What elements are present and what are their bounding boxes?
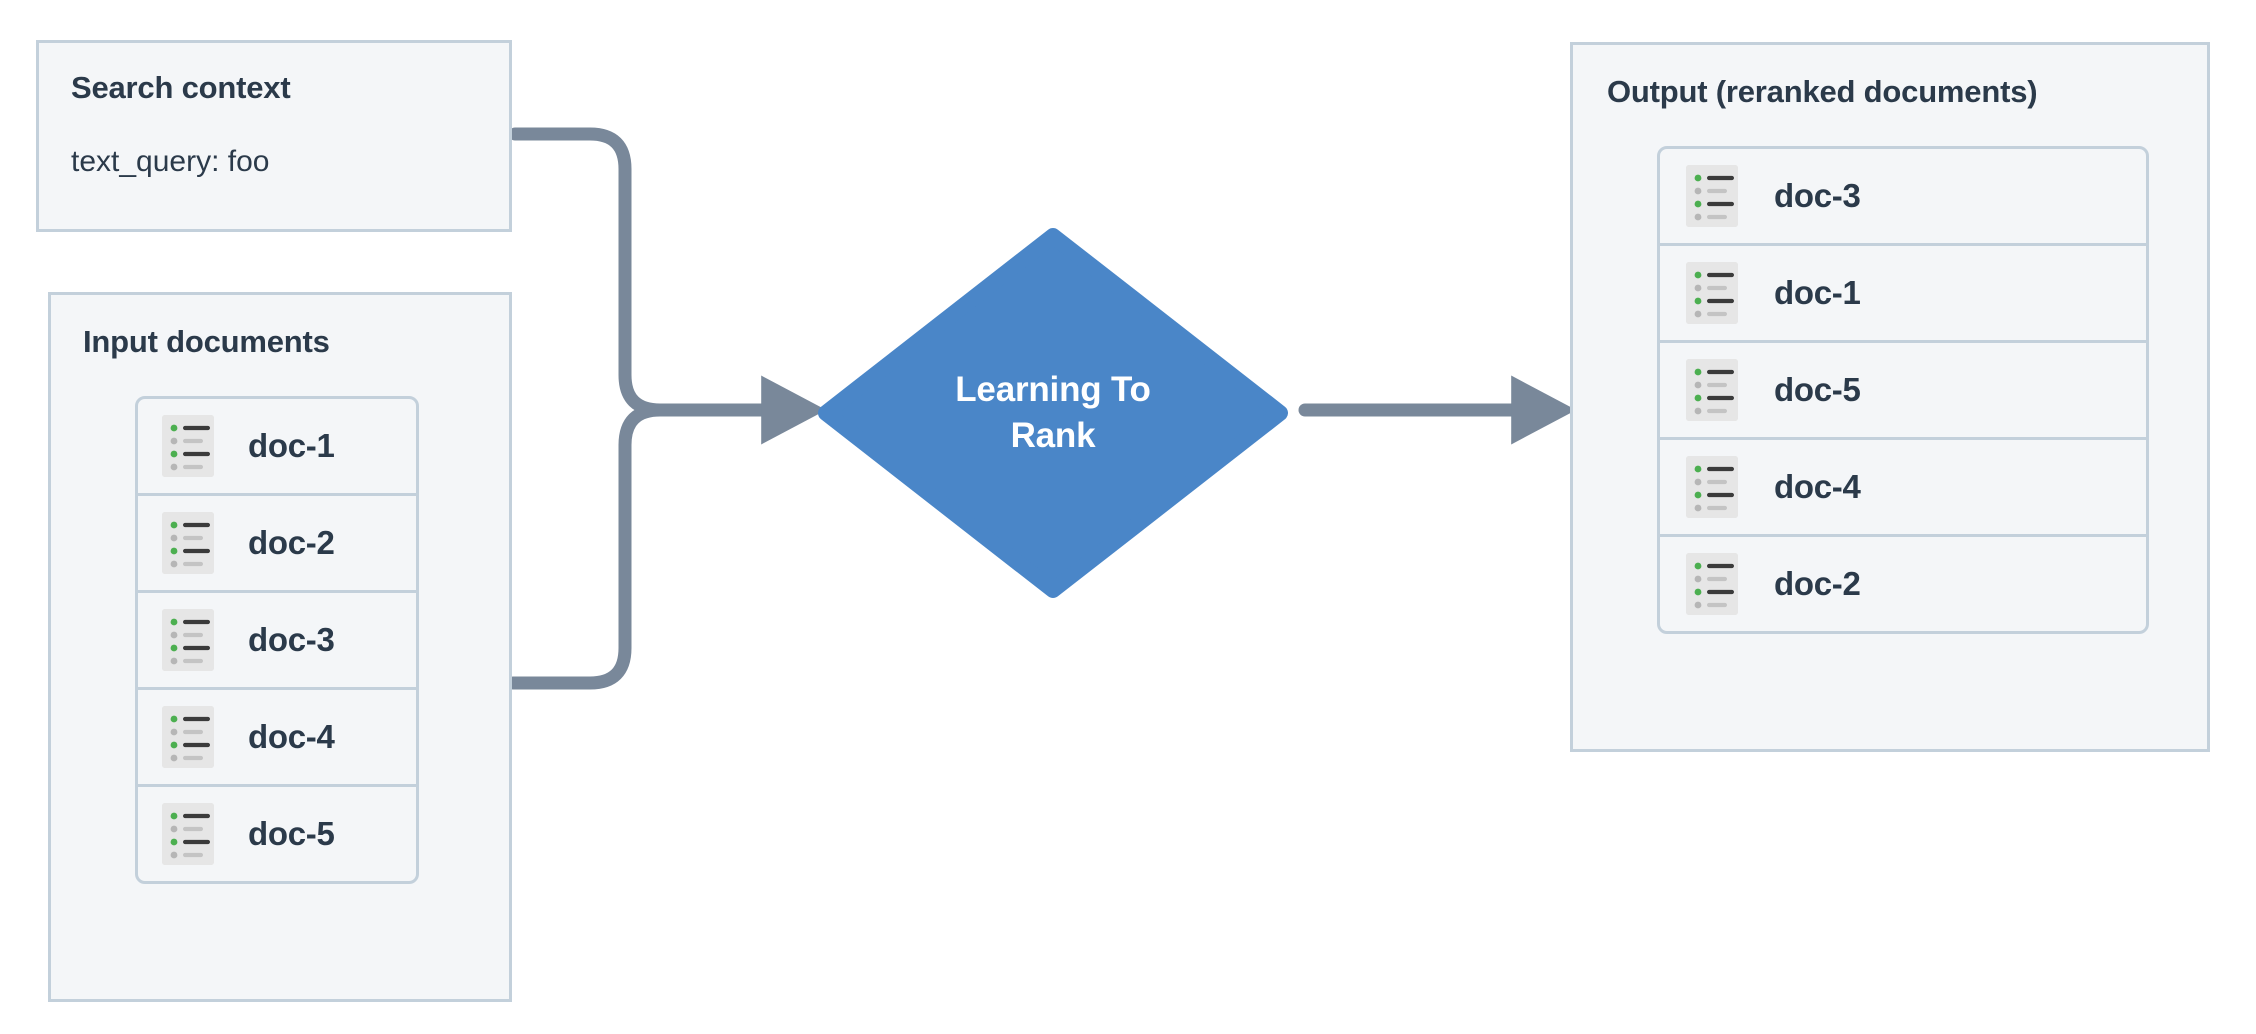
document-list-icon xyxy=(1686,165,1738,228)
document-list-icon xyxy=(1686,359,1738,422)
doc-list-item-label: doc-1 xyxy=(1774,274,1861,312)
doc-list-item-label: doc-5 xyxy=(1774,371,1861,409)
doc-list-item[interactable]: doc-2 xyxy=(135,493,419,594)
learning-to-rank-node[interactable]: Learning To Rank xyxy=(818,228,1288,598)
input-documents-list: doc-1 doc-2 doc-3 doc-4 doc-5 xyxy=(135,396,419,885)
doc-list-item-label: doc-5 xyxy=(248,815,335,853)
doc-list-item-label: doc-3 xyxy=(1774,177,1861,215)
connector-search-context-to-ltr xyxy=(508,127,667,417)
search-context-query: text_query: foo xyxy=(71,145,270,179)
doc-list-item[interactable]: doc-2 xyxy=(1657,534,2149,635)
search-context-panel: Search context text_query: foo xyxy=(36,40,512,232)
doc-list-item-label: doc-3 xyxy=(248,621,335,659)
doc-list-item[interactable]: doc-5 xyxy=(1657,340,2149,441)
input-documents-title: Input documents xyxy=(83,324,330,359)
doc-list-item-label: doc-2 xyxy=(1774,565,1861,603)
doc-list-item[interactable]: doc-1 xyxy=(1657,243,2149,344)
document-list-icon xyxy=(162,609,214,672)
doc-list-item-label: doc-4 xyxy=(1774,468,1861,506)
doc-list-item[interactable]: doc-4 xyxy=(135,687,419,788)
connector-input-documents-to-ltr xyxy=(506,403,667,690)
doc-list-item-label: doc-1 xyxy=(248,427,335,465)
document-list-icon xyxy=(1686,553,1738,616)
document-list-icon xyxy=(162,512,214,575)
doc-list-item[interactable]: doc-1 xyxy=(135,396,419,497)
output-documents-title: Output (reranked documents) xyxy=(1607,74,2038,109)
doc-list-item[interactable]: doc-5 xyxy=(135,784,419,885)
doc-list-item[interactable]: doc-3 xyxy=(135,590,419,691)
diamond-shape-icon xyxy=(818,228,1288,598)
doc-list-item[interactable]: doc-3 xyxy=(1657,146,2149,247)
output-documents-list: doc-3 doc-1 doc-5 doc-4 doc-2 xyxy=(1657,146,2149,635)
doc-list-item-label: doc-4 xyxy=(248,718,335,756)
document-list-icon xyxy=(1686,456,1738,519)
search-context-title: Search context xyxy=(71,70,291,105)
doc-list-item[interactable]: doc-4 xyxy=(1657,437,2149,538)
document-list-icon xyxy=(162,706,214,769)
doc-list-item-label: doc-2 xyxy=(248,524,335,562)
document-list-icon xyxy=(162,415,214,478)
document-list-icon xyxy=(1686,262,1738,325)
document-list-icon xyxy=(162,803,214,866)
